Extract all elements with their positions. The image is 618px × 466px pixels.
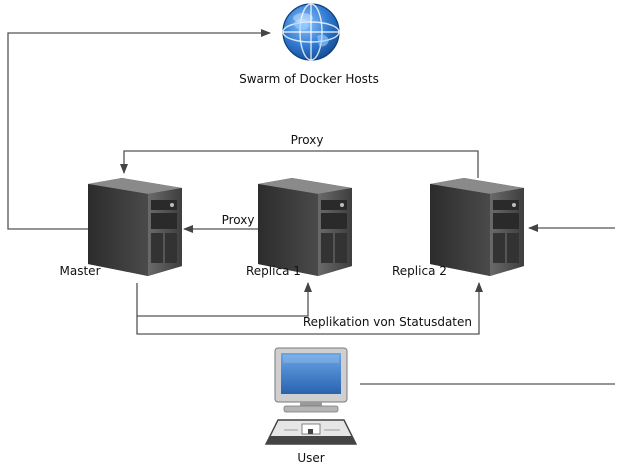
server-replica2-label: Replica 2 xyxy=(392,264,447,278)
server-master: Master xyxy=(60,178,182,278)
edge-replication-replica2 xyxy=(136,282,483,335)
edge-label-replication: Replikation von Statusdaten xyxy=(303,315,472,329)
server-replica2: Replica 2 xyxy=(392,178,524,278)
connectors xyxy=(7,29,615,385)
globe-icon xyxy=(282,3,340,61)
edge-label-proxy-top: Proxy xyxy=(291,133,324,147)
server-tower-icon xyxy=(88,178,182,276)
user-label: User xyxy=(297,451,324,465)
edge-label-proxy-replica1: Proxy xyxy=(222,213,255,227)
server-replica1: Replica 1 xyxy=(246,178,352,278)
edge-proxy-top xyxy=(120,150,479,178)
edge-replication-replica1 xyxy=(136,282,312,317)
user-node: User xyxy=(264,347,358,465)
server-tower-icon xyxy=(430,178,524,276)
desktop-computer-icon xyxy=(264,347,358,445)
server-tower-icon xyxy=(258,178,352,276)
globe-label: Swarm of Docker Hosts xyxy=(239,72,379,86)
edge-master-to-swarm xyxy=(7,29,271,230)
server-replica1-label: Replica 1 xyxy=(246,264,301,278)
globe-node: Swarm of Docker Hosts xyxy=(239,3,379,86)
server-master-label: Master xyxy=(60,264,101,278)
